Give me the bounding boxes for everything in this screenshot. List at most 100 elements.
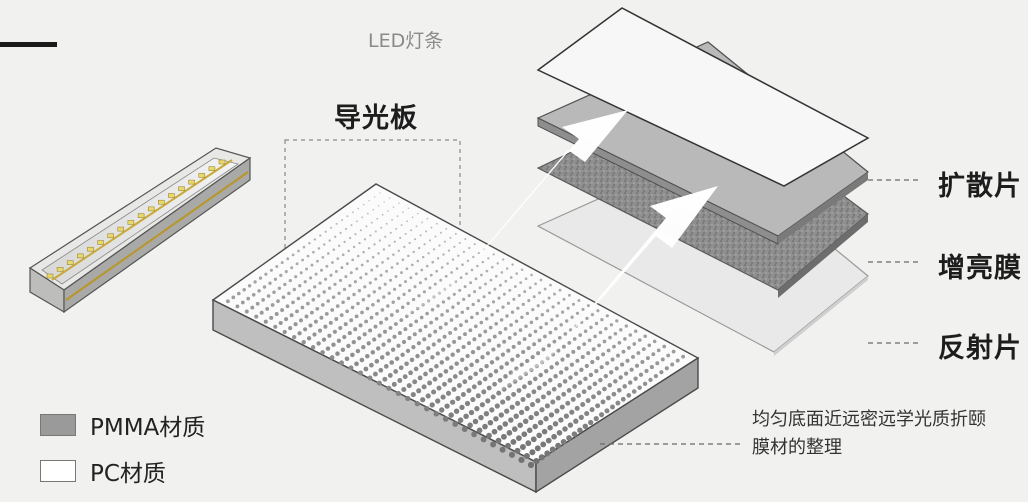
light-guide-dot — [334, 235, 337, 238]
light-guide-dot — [244, 309, 249, 314]
light-guide-dot — [581, 389, 587, 395]
light-guide-dot — [335, 222, 338, 225]
light-guide-dot — [332, 248, 336, 251]
light-guide-dot — [496, 390, 502, 396]
light-guide-dot — [388, 325, 393, 330]
light-guide-dot — [361, 345, 366, 350]
light-guide-dot — [479, 402, 485, 408]
light-guide-dot — [473, 371, 479, 377]
note-line-1: 均匀底面近远密远学光质折颐 — [752, 409, 986, 430]
light-guide-dot — [618, 375, 623, 380]
light-guide-dot — [527, 380, 533, 386]
light-guide-dot — [326, 252, 330, 255]
light-guide-dot — [336, 257, 340, 260]
light-guide-dot — [416, 259, 420, 263]
light-guide-dot — [348, 365, 354, 371]
light-guide-dot — [529, 320, 534, 325]
light-guide-dot — [492, 253, 495, 256]
light-guide-dot — [385, 351, 390, 356]
light-guide-dot — [449, 236, 452, 239]
light-guide-dot — [660, 357, 665, 362]
light-guide-dot — [592, 381, 598, 387]
light-guide-dot — [519, 444, 526, 450]
light-guide-dot — [359, 357, 365, 363]
light-guide-dot — [382, 295, 386, 299]
light-guide-dot — [447, 249, 451, 252]
light-guide-dot — [444, 274, 448, 278]
light-guide-dot — [623, 337, 627, 341]
light-guide-dot — [425, 264, 429, 268]
light-guide-dot — [603, 374, 608, 379]
light-guide-dot — [321, 256, 325, 259]
light-guide-dot — [379, 273, 383, 277]
light-guide-dot — [520, 268, 524, 271]
light-guide-dot — [478, 286, 482, 290]
light-guide-dot — [430, 355, 435, 360]
light-guide-dot — [591, 347, 596, 352]
light-guide-dot — [413, 366, 419, 372]
light-guide-dot — [491, 347, 496, 352]
light-guide-dot — [299, 318, 303, 323]
light-guide-dot — [323, 324, 328, 329]
led-chip — [147, 206, 155, 212]
light-guide-dot — [324, 277, 328, 281]
light-guide-dot — [435, 398, 441, 404]
light-guide-dot — [291, 253, 295, 257]
light-guide-dot — [358, 370, 363, 376]
light-guide-dot — [549, 283, 552, 287]
light-guide-dot — [594, 321, 599, 326]
light-guide-dot — [423, 243, 426, 246]
light-guide-dot — [377, 252, 380, 255]
light-guide-dot — [484, 316, 489, 321]
light-guide-dot — [563, 332, 568, 336]
light-guide-dot — [485, 351, 490, 356]
light-guide-dot — [369, 362, 374, 368]
light-guide-dot — [610, 357, 615, 362]
light-guide-dot — [395, 309, 400, 313]
light-guide-dot — [329, 355, 335, 360]
light-guide-dot — [446, 343, 451, 348]
light-guide-dot — [382, 329, 388, 334]
light-guide-dot — [321, 337, 327, 342]
light-guide-dot — [506, 301, 510, 305]
arrow-left — [404, 110, 628, 318]
light-guide-dot — [491, 300, 496, 304]
light-guide-dot — [495, 356, 500, 361]
light-guide-dot — [401, 258, 405, 262]
light-guide-dot — [628, 333, 633, 337]
light-guide-dot — [565, 319, 569, 323]
light-guide-dot — [352, 211, 354, 214]
light-guide-dot — [363, 238, 367, 241]
light-guide-dot — [257, 289, 261, 293]
light-guide-dot — [451, 386, 457, 392]
light-guide-dot — [527, 299, 531, 303]
light-guide-dot — [516, 306, 520, 310]
light-guide-dot — [574, 405, 580, 411]
light-guide-dot — [376, 380, 382, 386]
led-chip — [158, 199, 165, 205]
light-guide-dot — [511, 263, 514, 266]
light-guide-dot — [477, 333, 482, 338]
light-guide-dot — [407, 254, 410, 258]
light-guide-dot — [504, 408, 510, 414]
light-guide-dot — [511, 391, 517, 397]
light-guide-dot — [485, 398, 491, 404]
light-guide-dot — [285, 304, 290, 309]
light-guide-dot — [316, 294, 321, 298]
light-guide-dot — [268, 281, 272, 285]
light-guide-dot — [649, 365, 654, 370]
light-guide-dot — [456, 383, 462, 388]
light-guide-dot — [316, 259, 319, 263]
light-guide-dot — [425, 311, 429, 316]
light-guide-dot — [541, 428, 548, 435]
light-guide-dot — [346, 215, 349, 218]
light-guide-dot — [381, 213, 384, 216]
light-guide-dot — [286, 257, 290, 261]
light-guide-dot — [438, 372, 443, 378]
light-guide-dot — [536, 351, 541, 356]
light-guide-dot — [298, 284, 302, 288]
light-guide-dot — [317, 328, 323, 333]
light-guide-dot — [320, 350, 325, 355]
light-guide-dot — [542, 300, 546, 304]
light-guide-dot — [364, 319, 369, 324]
